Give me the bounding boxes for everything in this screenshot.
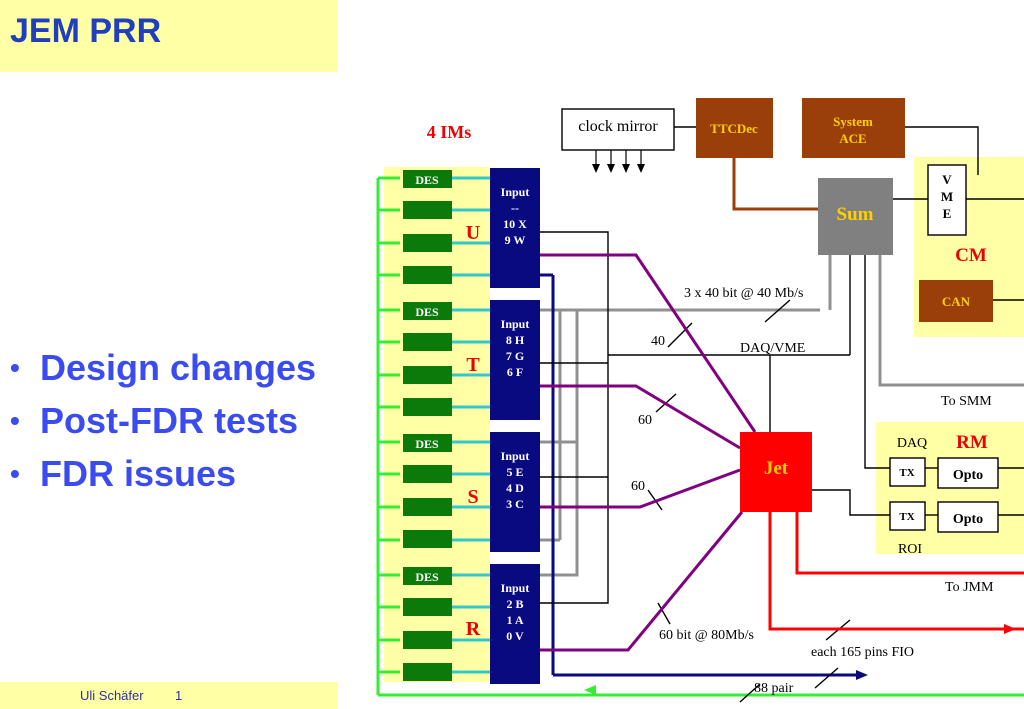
tx-block [889,501,926,531]
bullet-item: • Design changes [10,345,316,398]
green-bus [376,176,1024,697]
input-line: 9 W [505,233,526,247]
pair-label: 88 pair [754,681,794,696]
input-label: Input [501,449,530,463]
to-jmm-label: To JMM [945,580,994,595]
module-letter-u: U [466,222,480,244]
input-line: -- [511,201,519,215]
input-module-u: Input -- 10 X 9 W [490,168,540,288]
system-ace-label: ACE [839,131,866,146]
des-label: DES [415,570,439,584]
input-line: 7 G [506,349,524,363]
des-label: DES [415,437,439,451]
purple-links [540,253,757,652]
input-module-s: Input 5 E 4 D 3 C [490,432,540,552]
input-line: 2 B [506,597,523,611]
vme-letter: E [943,206,952,221]
red-links [768,512,1024,631]
module-letter-t: T [466,354,480,376]
bandwidth-label: 3 x 40 bit @ 40 Mb/s [684,286,803,301]
roi-label: ROI [898,542,922,557]
to-smm-label: To SMM [941,394,992,409]
input-label: Input [501,185,530,199]
module-letter-r: R [466,618,481,640]
bullet-item: • FDR issues [10,451,316,504]
opto-block [937,501,999,533]
bullet-list: • Design changes • Post-FDR tests • FDR iss… [10,345,316,504]
jet-bandwidth-label: 60 bit @ 80Mb/s [659,628,754,643]
clock-mirror-label: clock mirror [578,118,658,135]
bullet-text: FDR issues [40,453,237,494]
clock-outputs [595,150,642,168]
jet-label: Jet [764,458,789,479]
des-label: DES [415,173,439,187]
ims-label: 4 IMs [427,122,472,142]
arrow-left-icon [584,685,596,695]
footer-author: Uli Schäfer [80,688,144,703]
jet-block [740,432,812,512]
bullet-text: Post-FDR tests [40,400,299,441]
input-line: 6 F [507,365,523,379]
im-backplane-area [384,167,490,682]
daq-vme-label: DAQ/VME [740,341,805,356]
slide-title: JEM PRR [10,12,162,50]
bullet-item: • Post-FDR tests [10,398,316,451]
vme-letter: V [942,172,952,187]
tx-block [889,457,926,487]
gray-wiring [540,255,1024,577]
arrow-right-icon [1004,624,1016,634]
ttc-link [732,158,818,211]
input-line: 10 X [503,217,527,231]
arrow-right-icon [856,670,868,680]
opto-label: Opto [953,512,983,527]
input-line: 0 V [506,629,524,643]
opto-block [937,457,999,489]
width-label-60: 60 [631,479,645,494]
ttcdec-label: TTCDec [710,121,758,136]
bullet-dot: • [10,405,20,436]
input-label: Input [501,581,530,595]
input-line: 5 E [506,465,523,479]
system-ace-label: System [833,114,873,129]
cm-label: CM [955,245,987,266]
bullet-dot: • [10,458,20,489]
ttcdec-block [696,98,773,158]
input-line: 3 C [506,497,524,511]
tx-label: TX [899,467,914,479]
input-module-t: Input 8 H 7 G 6 F [490,300,540,420]
input-line: 1 A [506,613,523,627]
des-label: DES [415,305,439,319]
sum-block [818,178,893,255]
fio-label: each 165 pins FIO [811,645,914,660]
sum-label: Sum [837,204,874,225]
input-label: Input [501,317,530,331]
module-letter-s: S [467,486,478,508]
navy-bus [540,273,860,677]
opto-label: Opto [953,468,983,483]
input-line: 8 H [506,333,525,347]
clock-arrows [592,164,645,173]
input-module-r: Input 2 B 1 A 0 V [490,564,540,684]
vme-letter: M [941,189,953,204]
title-band [0,0,338,72]
width-label-60: 60 [638,413,652,428]
can-block [919,280,993,322]
footer-band [0,682,338,709]
width-label-40: 40 [651,334,665,349]
input-line: 4 D [506,481,524,495]
daq-label: DAQ [897,436,927,451]
tx-label: TX [899,511,914,523]
can-label: CAN [942,294,971,309]
footer-page-number: 1 [175,688,183,703]
des-links [452,176,490,674]
system-ace-block [802,98,905,158]
vme-block [927,164,967,236]
rm-label: RM [956,432,988,453]
clock-mirror-block [561,108,675,151]
bullet-text: Design changes [40,347,317,388]
bullet-dot: • [10,352,20,383]
des-blocks [403,170,452,681]
